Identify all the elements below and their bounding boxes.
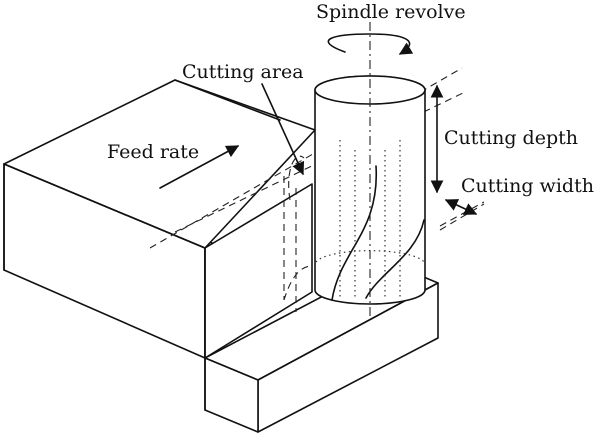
cutting-width-dimension bbox=[444, 199, 478, 215]
spindle-revolve-label: Spindle revolve bbox=[316, 1, 466, 23]
feed-rate-label: Feed rate bbox=[107, 141, 199, 163]
end-mill-cutter bbox=[314, 75, 426, 305]
feed-rate-arrow bbox=[159, 145, 240, 189]
cutting-area-leader bbox=[261, 83, 305, 176]
workpiece-block bbox=[3, 79, 316, 359]
cutting-width-label: Cutting width bbox=[461, 175, 594, 197]
cutting-area-label: Cutting area bbox=[182, 61, 304, 83]
cutting-depth-label: Cutting depth bbox=[444, 127, 578, 149]
spindle-revolve-arrow bbox=[327, 33, 414, 55]
